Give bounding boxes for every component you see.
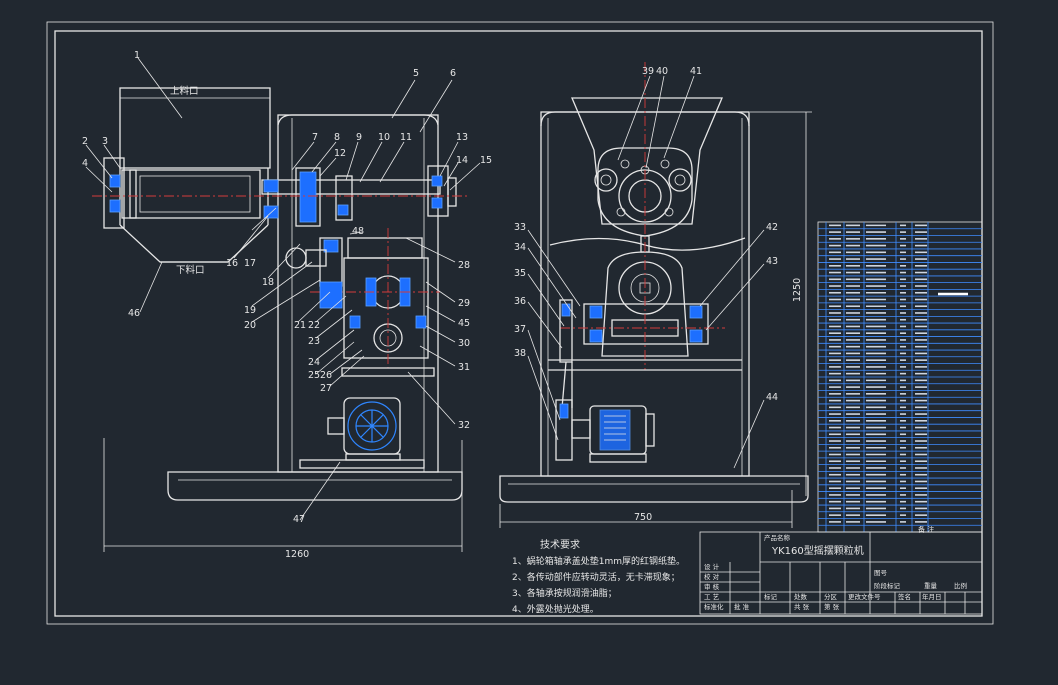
part-number: 43 — [766, 256, 778, 267]
front-hopper — [571, 97, 723, 225]
part-number: 1 — [134, 50, 140, 61]
part-number: 36 — [514, 296, 526, 307]
part-number: 28 — [458, 260, 470, 271]
title-block-bottom-label: 年月日 — [922, 592, 942, 601]
title-block-sheet-label: 共 张 — [794, 602, 810, 611]
part-number: 39 — [642, 66, 654, 77]
part-number: 27 — [320, 383, 332, 394]
front-gearbox — [601, 251, 689, 357]
part-number: 7 — [312, 132, 318, 143]
side-width-dimension: 1260 — [285, 549, 309, 560]
part-number: 30 — [458, 338, 470, 349]
side-hopper — [119, 87, 271, 169]
part-number: 40 — [656, 66, 668, 77]
part-number: 24 — [308, 357, 320, 368]
part-number: 45 — [458, 318, 470, 329]
title-block-bottom-label: 标记 — [764, 592, 778, 601]
title-block-row-label: 批 准 — [734, 602, 750, 611]
hopper-top-label: 上料口 — [170, 85, 199, 97]
title-block-row-label: 标准化 — [704, 602, 724, 611]
part-number: 18 — [262, 277, 274, 288]
part-number: 9 — [356, 132, 362, 143]
title-block-stage-label: 比例 — [954, 581, 967, 590]
part-number: 13 — [456, 132, 468, 143]
part-number: 22 — [308, 320, 320, 331]
part-number: 41 — [690, 66, 702, 77]
part-number: 6 — [450, 68, 456, 79]
title-block-bottom-label: 签名 — [898, 592, 911, 601]
part-number: 33 — [514, 222, 526, 233]
coupling — [299, 171, 317, 223]
height-dimension: 1250 — [792, 278, 803, 302]
part-number: 48 — [352, 226, 364, 237]
parts-list-table — [817, 221, 983, 533]
part-number: 42 — [766, 222, 778, 233]
part-number: 38 — [514, 348, 526, 359]
part-number: 25 — [308, 370, 320, 381]
part-number: 23 — [308, 336, 320, 347]
side-view: 上料口 下料口 — [92, 85, 470, 560]
drawing-no-label: 图号 — [874, 569, 888, 577]
part-number: 20 — [244, 320, 256, 331]
front-base — [499, 475, 809, 503]
title-block-row-label: 工 艺 — [704, 593, 720, 601]
title-block-row-label: 校 对 — [704, 572, 720, 581]
title-block-row-label: 设 计 — [704, 562, 720, 571]
main-shaft — [261, 179, 441, 195]
tech-requirement-item: 3、各轴承按规润滑油脂； — [512, 587, 617, 599]
part-number: 5 — [413, 68, 419, 79]
part-number: 8 — [334, 132, 340, 143]
part-number: 15 — [480, 155, 492, 166]
tech-requirement-item: 4、外露处抛光处理。 — [512, 603, 599, 615]
part-number: 32 — [458, 420, 470, 431]
tech-requirement-item: 1、蜗轮箱轴承盖处垫1mm厚的红钢纸垫。 — [512, 555, 685, 567]
part-number: 19 — [244, 305, 256, 316]
part-number: 31 — [458, 362, 470, 373]
title-block-bottom-label: 更改文件号 — [848, 592, 881, 601]
worm-gearbox — [343, 257, 429, 359]
part-number: 10 — [378, 132, 390, 143]
title-block-stage-label: 阶段标记 — [874, 581, 901, 590]
front-width-dimension: 750 — [634, 512, 652, 523]
part-number: 34 — [514, 242, 526, 253]
part-number: 16 — [226, 258, 238, 269]
title-block-product-label: 产品名称 — [764, 533, 791, 542]
part-number: 2 — [82, 136, 88, 147]
part-leaders — [85, 57, 765, 521]
part-number: 29 — [458, 298, 470, 309]
part-number: 14 — [456, 155, 468, 166]
part-number: 3 — [102, 136, 108, 147]
part-numbers: 1 2 3 4 5 6 7 8 9 10 11 12 13 14 15 16 1… — [82, 50, 778, 525]
part-number: 46 — [128, 308, 140, 319]
part-number: 37 — [514, 324, 526, 335]
tech-requirements-heading: 技术要求 — [540, 538, 580, 551]
title-block-row-label: 审 核 — [704, 582, 720, 591]
part-number: 21 — [294, 320, 306, 331]
part-number: 4 — [82, 158, 88, 169]
hopper-bottom-label: 下料口 — [176, 264, 205, 276]
title-block-sheet-label: 第 张 — [824, 602, 840, 611]
part-number: 47 — [293, 514, 305, 525]
front-view: 750 1250 — [499, 62, 812, 528]
title-block-bottom-label: 分区 — [824, 592, 838, 601]
part-number: 44 — [766, 392, 778, 403]
part-number: 12 — [334, 148, 346, 159]
part-number: 17 — [244, 258, 256, 269]
side-base — [167, 471, 463, 501]
part-number: 35 — [514, 268, 526, 279]
title-block-bottom-label: 处数 — [794, 592, 808, 601]
part-number: 26 — [320, 370, 332, 381]
title-block — [699, 531, 983, 615]
tech-requirement-item: 2、各传动部件应转动灵活，无卡滞现象； — [512, 571, 680, 583]
parts-list-header: 备 注 — [918, 525, 934, 534]
outer-frame — [46, 21, 994, 625]
part-number: 11 — [400, 132, 412, 143]
title-block-stage-label: 重量 — [924, 582, 938, 590]
rotor-drum — [129, 169, 261, 219]
drawing-title: YK160型摇摆颗粒机 — [771, 544, 864, 557]
tech-requirements: 技术要求 1、蜗轮箱轴承盖处垫1mm厚的红钢纸垫。 2、各传动部件应转动灵活，无… — [512, 538, 685, 615]
